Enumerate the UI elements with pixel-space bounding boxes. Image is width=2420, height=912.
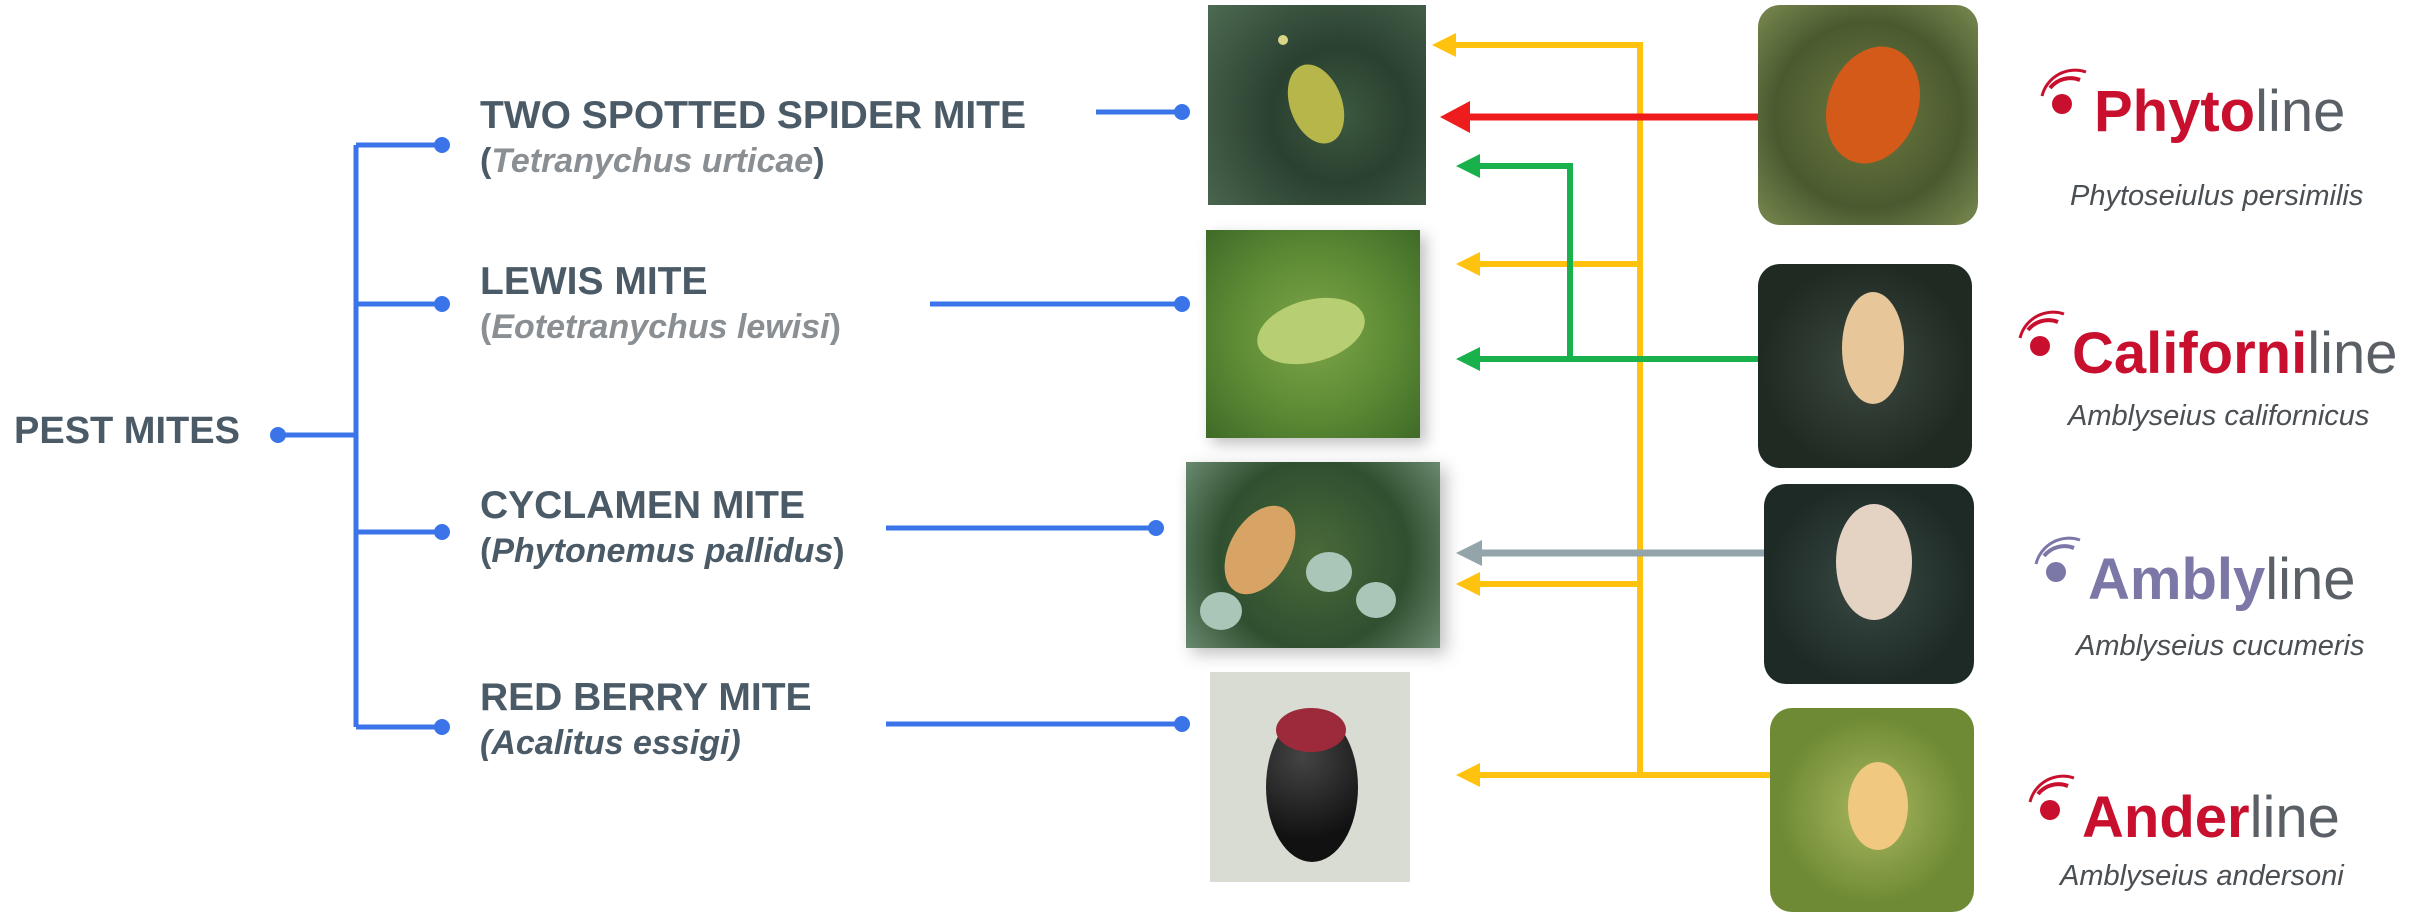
brand-part-b: line bbox=[2255, 79, 2345, 144]
pest-tree bbox=[278, 112, 1182, 727]
brand-name: Phytoline bbox=[2094, 79, 2345, 144]
californiline-logo: Californiline bbox=[2072, 320, 2398, 387]
pest-lewis-mite: LEWIS MITE (Eotetranychus lewisi) bbox=[480, 258, 841, 348]
pest-name: LEWIS MITE bbox=[480, 258, 841, 306]
phytoline-logo: Phytoline bbox=[2094, 78, 2345, 145]
pest-name: TWO SPOTTED SPIDER MITE bbox=[480, 92, 1026, 140]
pest-scientific-name: (Phytonemus pallidus) bbox=[480, 530, 845, 572]
anderline-arrows bbox=[1432, 33, 1770, 787]
open-paren: ( bbox=[480, 532, 491, 570]
phytoline-arrow bbox=[1440, 101, 1760, 133]
predator-sci-name: Phytoseiulus persimilis bbox=[2070, 180, 2363, 213]
brand-part-a: Ambly bbox=[2088, 547, 2265, 612]
pest-name: RED BERRY MITE bbox=[480, 674, 812, 722]
brand-name: Anderline bbox=[2082, 785, 2340, 850]
pest-two-spotted-spider-mite: TWO SPOTTED SPIDER MITE (Tetranychus urt… bbox=[480, 92, 1026, 182]
close-paren: ) bbox=[833, 532, 844, 570]
root-label: PEST MITES bbox=[14, 410, 240, 453]
close-paren: ) bbox=[813, 142, 824, 180]
californicus-photo bbox=[1758, 264, 1972, 468]
amblyline-logo-mark-icon bbox=[2026, 534, 2096, 604]
brand-name: Californiline bbox=[2072, 321, 2398, 386]
anderline-logo: Anderline bbox=[2082, 784, 2340, 851]
brand-part-b: line bbox=[2250, 785, 2340, 850]
cucumeris-photo bbox=[1764, 484, 1974, 684]
predator-sci-name: Amblyseius cucumeris bbox=[2076, 630, 2364, 663]
pest-cyclamen-mite: CYCLAMEN MITE (Phytonemus pallidus) bbox=[480, 482, 845, 572]
andersoni-photo bbox=[1770, 708, 1974, 912]
pest-scientific-name: (Eotetranychus lewisi) bbox=[480, 306, 841, 348]
pest-tree-dots bbox=[270, 104, 1190, 735]
brand-part-b: line bbox=[2307, 321, 2397, 386]
predator-sci-name: Amblyseius andersoni bbox=[2060, 860, 2344, 893]
californiline-logo-mark-icon bbox=[2010, 308, 2080, 378]
amblyline-arrow bbox=[1456, 540, 1766, 566]
phytoline-logo-mark-icon bbox=[2032, 66, 2102, 136]
predator-sci-name: Amblyseius californicus bbox=[2068, 400, 2369, 433]
open-paren: ( bbox=[480, 142, 491, 180]
brand-name: Amblyline bbox=[2088, 547, 2356, 612]
lewis-mite-photo bbox=[1206, 230, 1420, 438]
cyclamen-mite-photo bbox=[1186, 462, 1440, 648]
scientific-name-text: Eotetranychus lewisi bbox=[491, 308, 829, 346]
anderline-logo-mark-icon bbox=[2020, 772, 2090, 842]
amblyline-logo: Amblyline bbox=[2088, 546, 2356, 613]
pest-name: CYCLAMEN MITE bbox=[480, 482, 845, 530]
brand-part-a: Ander bbox=[2082, 785, 2250, 850]
pest-scientific-name: (Acalitus essigi) bbox=[480, 722, 812, 764]
scientific-name-text: Phytonemus pallidus bbox=[491, 532, 833, 570]
scientific-name-text: (Acalitus essigi) bbox=[480, 724, 741, 762]
brand-part-a: Californi bbox=[2072, 321, 2307, 386]
phytoseiulus-photo bbox=[1758, 5, 1978, 225]
scientific-name-text: Tetranychus urticae bbox=[491, 142, 813, 180]
pest-red-berry-mite: RED BERRY MITE (Acalitus essigi) bbox=[480, 674, 812, 764]
open-paren: ( bbox=[480, 308, 491, 346]
spider-mite-photo bbox=[1208, 5, 1426, 205]
pest-scientific-name: (Tetranychus urticae) bbox=[480, 140, 1026, 182]
close-paren: ) bbox=[830, 308, 841, 346]
brand-part-a: Phyto bbox=[2094, 79, 2255, 144]
red-berry-photo bbox=[1210, 672, 1410, 882]
brand-part-b: line bbox=[2265, 547, 2355, 612]
